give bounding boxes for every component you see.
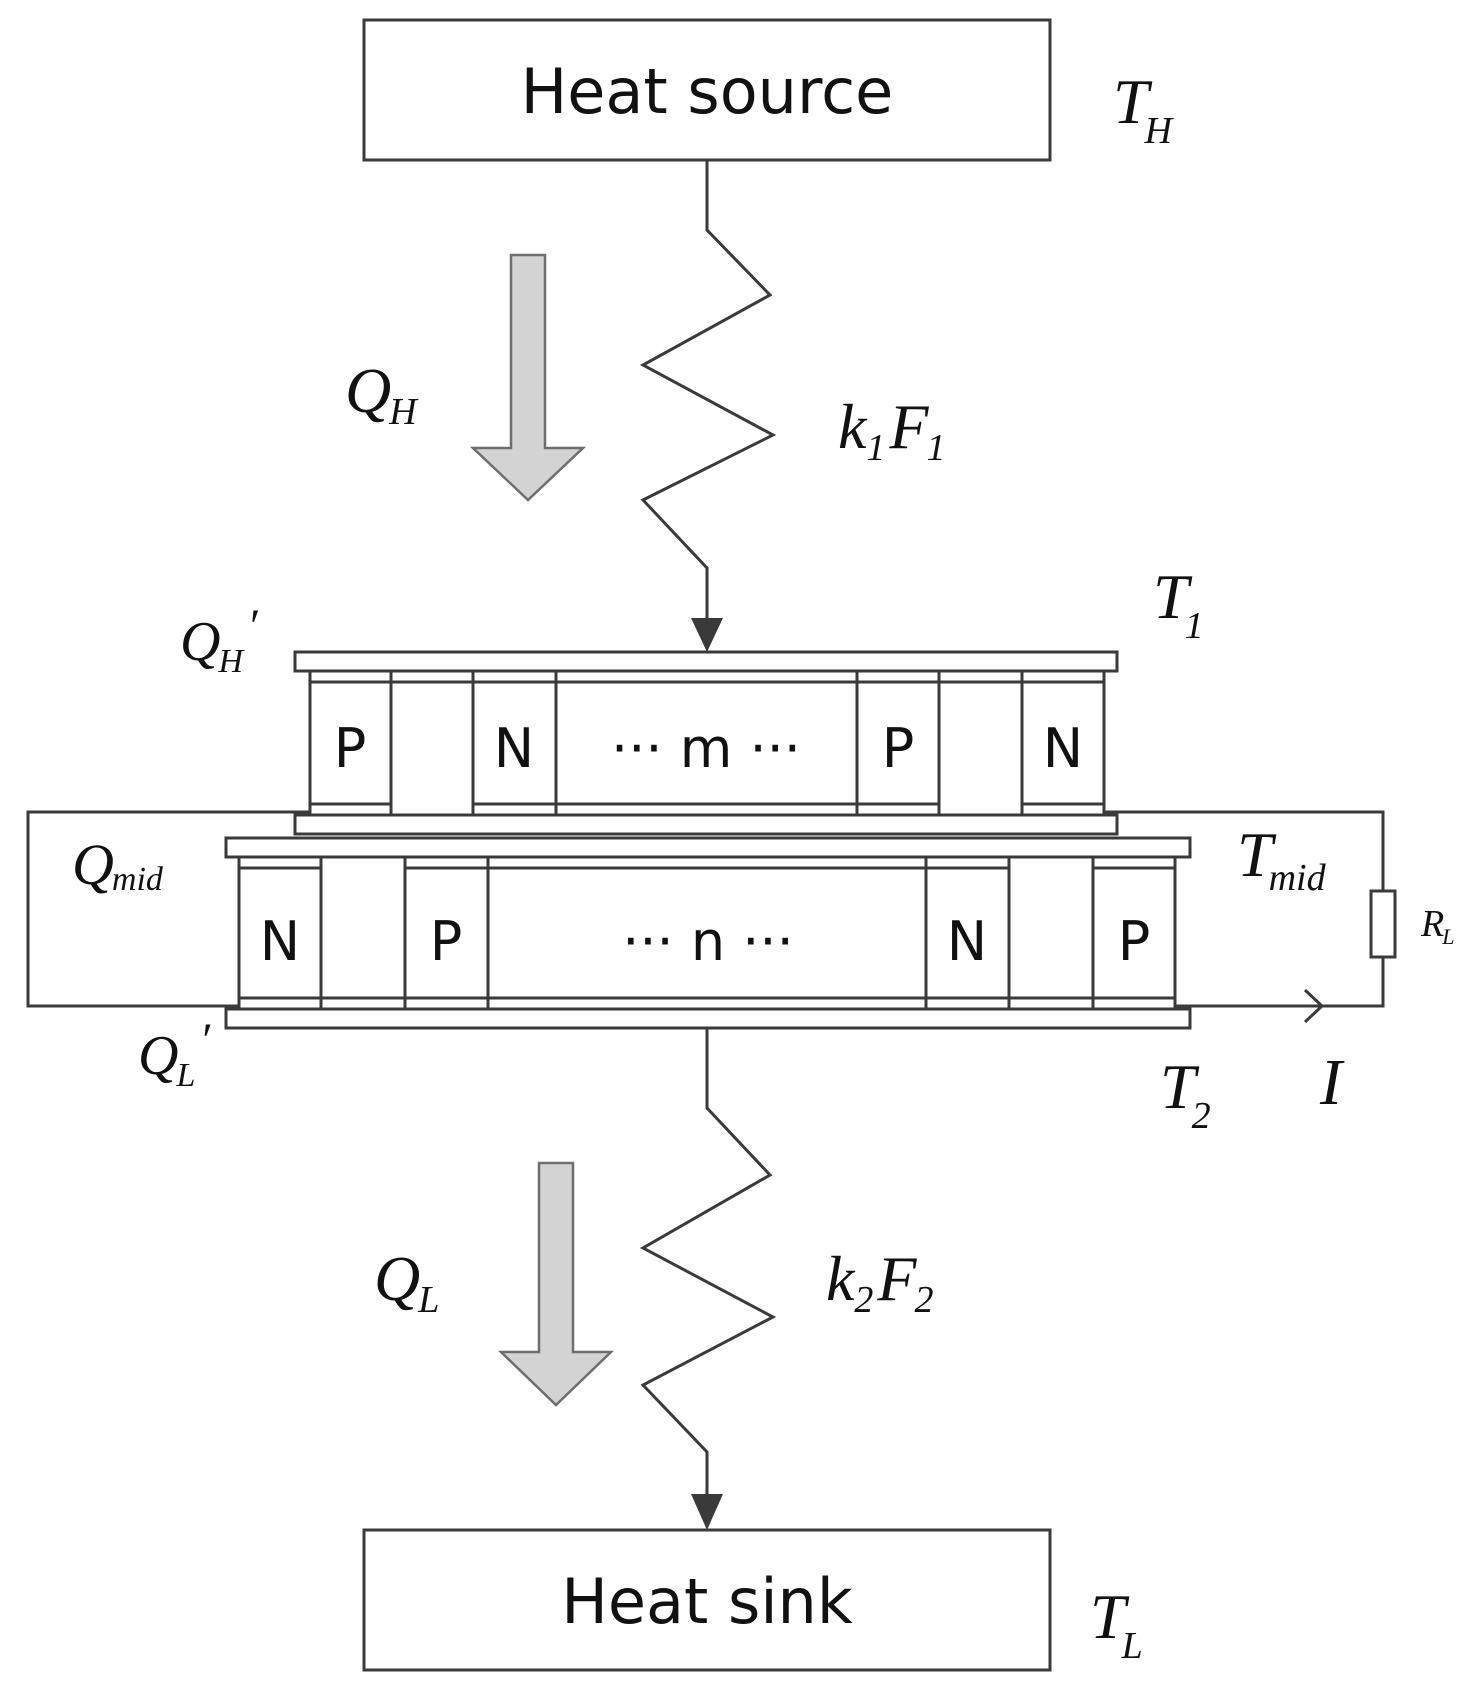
label-Qmid: Qmid bbox=[72, 832, 164, 898]
label-k1F1: k1F1 bbox=[838, 391, 946, 469]
current-arrowhead bbox=[1303, 988, 1325, 1024]
label-T2: T2 bbox=[1160, 1051, 1211, 1137]
circuit-wire-left bbox=[26, 810, 310, 1008]
bottom-stage-count-label: ··· n ··· bbox=[622, 910, 794, 973]
label-k2F2: k2F2 bbox=[826, 1243, 934, 1321]
top-leg-1: P bbox=[308, 669, 393, 817]
label-QH: QH bbox=[345, 355, 419, 433]
bottom-leg-3: N bbox=[924, 855, 1011, 1011]
bottom-stage-hot-plate bbox=[224, 836, 1192, 859]
circuit-wire-right-bottom bbox=[1175, 957, 1385, 1008]
top-stage-hot-plate bbox=[293, 650, 1119, 673]
top-leg-2-label: N bbox=[494, 717, 534, 780]
heat-source-label: Heat source bbox=[521, 55, 894, 128]
top-leg-2: N bbox=[471, 669, 558, 817]
label-QH-prime: QH′ bbox=[180, 600, 259, 680]
top-leg-4: N bbox=[1020, 669, 1106, 817]
thermal-resistor-upper bbox=[639, 160, 777, 620]
arrowhead-to-top-plate bbox=[691, 618, 723, 652]
bottom-stage-cold-plate bbox=[224, 1007, 1192, 1030]
load-resistor bbox=[1369, 889, 1397, 959]
bottom-leg-4-label: P bbox=[1118, 910, 1151, 973]
label-TH: TH bbox=[1113, 66, 1175, 152]
label-QL-prime: QL′ bbox=[138, 1014, 211, 1094]
top-leg-3-label: P bbox=[882, 717, 915, 780]
bottom-leg-1-label: N bbox=[260, 910, 300, 973]
bottom-leg-3-label: N bbox=[947, 910, 987, 973]
bottom-leg-2: P bbox=[403, 855, 490, 1011]
label-TL: TL bbox=[1090, 1581, 1143, 1667]
top-leg-1-label: P bbox=[334, 717, 367, 780]
label-RL: RL bbox=[1420, 903, 1454, 949]
thermal-resistor-lower bbox=[639, 1028, 777, 1500]
label-T1: T1 bbox=[1153, 561, 1204, 647]
label-current-I: I bbox=[1319, 1046, 1345, 1119]
heat-source-box bbox=[362, 18, 1052, 162]
top-leg-3: P bbox=[855, 669, 941, 817]
bottom-leg-1: N bbox=[237, 855, 323, 1011]
top-stage-cold-plate bbox=[293, 813, 1119, 836]
bottom-leg-2-label: P bbox=[430, 910, 463, 973]
heat-sink-box bbox=[362, 1528, 1052, 1672]
bottom-leg-4: P bbox=[1091, 855, 1177, 1011]
top-leg-4-label: N bbox=[1043, 717, 1083, 780]
label-QL: QL bbox=[374, 1243, 439, 1321]
label-Tmid: Tmid bbox=[1237, 819, 1327, 899]
heat-sink-label: Heat sink bbox=[561, 1565, 853, 1638]
top-stage-count-label: ··· m ··· bbox=[611, 717, 801, 780]
circuit-wire-right-top bbox=[1104, 810, 1385, 891]
heat-flow-arrow-QH bbox=[469, 253, 587, 502]
heat-flow-arrow-QL bbox=[497, 1161, 615, 1407]
arrowhead-to-heat-sink bbox=[691, 1494, 723, 1530]
